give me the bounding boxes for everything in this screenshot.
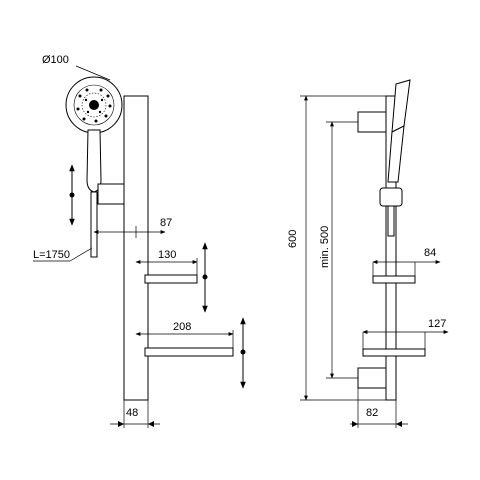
top-bracket — [357, 111, 387, 133]
hose-length-label: L=1750 — [33, 249, 70, 261]
wall-offset-arrow-right — [396, 421, 402, 427]
shower-handle — [86, 129, 102, 193]
shelf-large-adjust-dot — [240, 349, 246, 355]
shelf-large-depth-label: 127 — [428, 318, 446, 330]
rail-width-arrow-left — [118, 421, 124, 427]
hose-length-leader — [69, 247, 93, 262]
side-shower-head — [391, 79, 411, 133]
side-holder — [379, 187, 403, 207]
shower-head — [65, 76, 123, 134]
handle-adjust-dot — [69, 192, 75, 198]
side-shelf-large — [362, 348, 426, 357]
rail-width-label: 48 — [126, 407, 138, 419]
side-rail — [385, 95, 397, 401]
head-diameter-leader — [75, 65, 111, 81]
slide-rail — [123, 95, 149, 401]
shelf-large-label: 208 — [173, 321, 191, 333]
shelf-small-label: 130 — [158, 249, 176, 261]
side-shelf-small — [372, 275, 416, 284]
wall-offset-label: 82 — [366, 407, 378, 419]
side-handle — [387, 125, 405, 183]
side-view: 600 min. 500 84 127 82 — [287, 79, 449, 428]
hose — [90, 191, 98, 258]
shelf-small-adjust-dot — [202, 274, 208, 280]
bottom-bracket — [357, 367, 387, 389]
shelf-small-depth-label: 84 — [424, 247, 436, 259]
wall-offset-arrow-left — [352, 421, 358, 427]
total-height-label: 600 — [287, 230, 299, 248]
holder-offset-label: 87 — [160, 217, 172, 229]
shelf-small — [144, 274, 198, 284]
handset-holder — [97, 183, 125, 205]
side-hose — [387, 205, 395, 237]
min-spacing-label: min. 500 — [319, 226, 331, 268]
rail-width-arrow-right — [148, 421, 154, 427]
head-diameter-label: Ø100 — [42, 54, 69, 66]
shelf-large — [144, 347, 234, 357]
front-view: Ø100 87 L=1750 130 208 48 — [33, 54, 246, 428]
